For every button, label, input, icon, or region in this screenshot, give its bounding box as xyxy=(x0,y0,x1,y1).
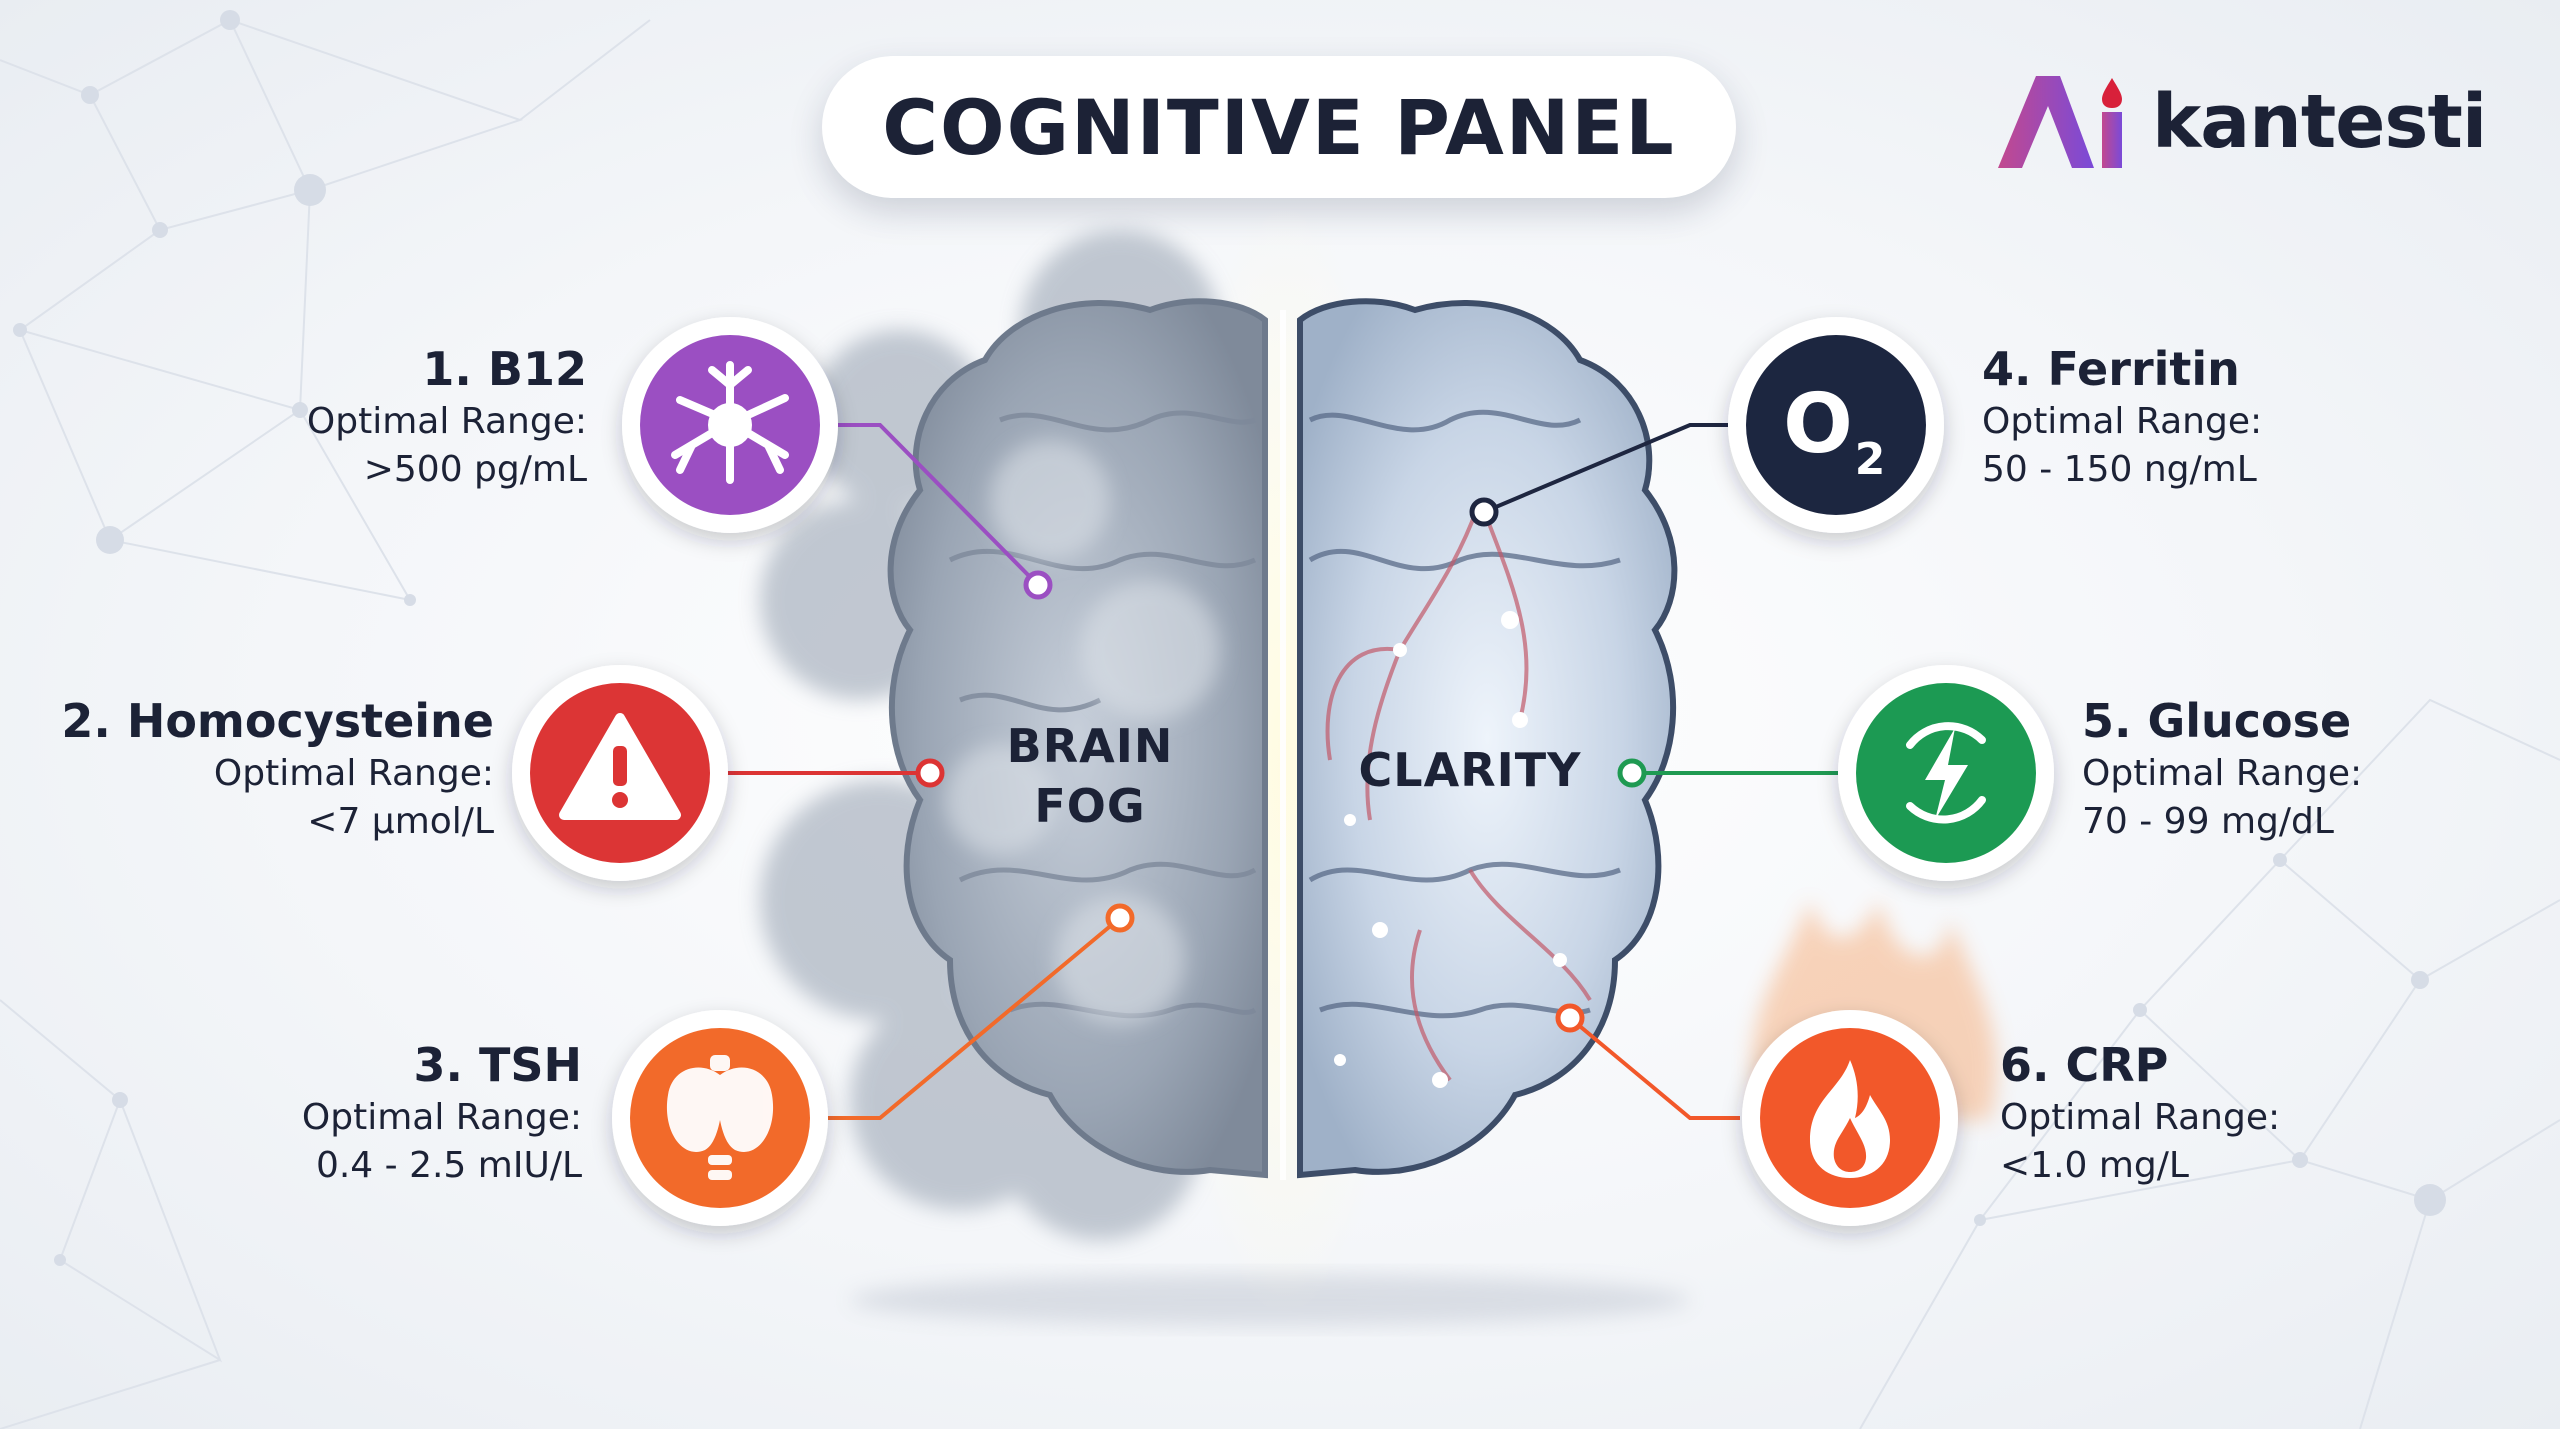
marker-range-value: <1.0 mg/L xyxy=(2000,1145,2189,1186)
connector-b12 xyxy=(838,423,1040,587)
marker-name: 1. B12 xyxy=(422,342,587,396)
marker-crp: 6. CRP Optimal Range: <1.0 mg/L xyxy=(2000,1036,2520,1190)
brain-fog-label-line-1: BRAIN xyxy=(1006,719,1174,773)
marker-name: 4. Ferritin xyxy=(1982,342,2240,396)
marker-range-label: Optimal Range: xyxy=(306,401,587,442)
connector-dot-b12 xyxy=(1023,570,1053,600)
page-title: COGNITIVE PANEL xyxy=(882,82,1676,172)
marker-b12: 1. B12 Optimal Range: >500 pg/mL xyxy=(0,340,587,494)
brain-fog-label: BRAIN FOG xyxy=(980,716,1200,836)
marker-range-label: Optimal Range: xyxy=(1982,401,2263,442)
brain-clarity-hemisphere xyxy=(1297,298,1678,1179)
energy-bolt-icon xyxy=(1906,722,1986,824)
connector-dot-tsh xyxy=(1105,903,1135,933)
marker-tsh: 3. TSH Optimal Range: 0.4 - 2.5 mIU/L xyxy=(0,1036,582,1190)
oxygen-subscript: 2 xyxy=(1855,434,1886,485)
oxygen-symbol: O xyxy=(1783,377,1853,472)
brand-mark-icon xyxy=(1998,76,2122,168)
badge-ferritin xyxy=(1728,317,1944,533)
marker-ferritin: 4. Ferritin Optimal Range: 50 - 150 ng/m… xyxy=(1982,340,2522,494)
marker-name: 2. Homocysteine xyxy=(61,694,494,748)
marker-name: 3. TSH xyxy=(413,1038,582,1092)
marker-range-value: >500 pg/mL xyxy=(363,449,587,490)
brand-logo: kantesti xyxy=(1990,72,2487,172)
connector-ferritin xyxy=(1483,423,1728,514)
brand-name: kantesti xyxy=(2152,79,2487,165)
connector-crp xyxy=(1568,1016,1740,1120)
connector-dot-glucose xyxy=(1617,758,1647,788)
connector-dot-homocysteine xyxy=(915,758,945,788)
marker-homocysteine: 2. Homocysteine Optimal Range: <7 µmol/L xyxy=(0,692,494,846)
oxygen-icon: O 2 xyxy=(1783,377,1885,485)
marker-range-value: 0.4 - 2.5 mIU/L xyxy=(315,1145,582,1186)
marker-range-label: Optimal Range: xyxy=(301,1097,582,1138)
brain-clarity-label: CLARITY xyxy=(1358,743,1582,797)
brain-fog-label-line-2: FOG xyxy=(1034,779,1146,833)
marker-range-label: Optimal Range: xyxy=(2000,1097,2281,1138)
marker-range-label: Optimal Range: xyxy=(213,753,494,794)
connector-dot-ferritin xyxy=(1469,497,1499,527)
brain-fog-hemisphere xyxy=(760,230,1268,1240)
marker-range-value: <7 µmol/L xyxy=(307,801,494,842)
title-pill: COGNITIVE PANEL xyxy=(822,56,1736,198)
marker-name: 5. Glucose xyxy=(2082,694,2352,748)
marker-name: 6. CRP xyxy=(2000,1038,2169,1092)
connector-dot-crp xyxy=(1555,1003,1585,1033)
thyroid-icon xyxy=(666,1055,774,1180)
marker-range-label: Optimal Range: xyxy=(2082,753,2363,794)
flame-icon xyxy=(1810,1060,1890,1178)
marker-range-value: 50 - 150 ng/mL xyxy=(1982,449,2257,490)
marker-range-value: 70 - 99 mg/dL xyxy=(2082,801,2334,842)
marker-glucose: 5. Glucose Optimal Range: 70 - 99 mg/dL xyxy=(2082,692,2522,846)
warning-icon xyxy=(559,713,681,820)
neuron-icon xyxy=(671,361,789,484)
connector-tsh xyxy=(828,916,1122,1120)
